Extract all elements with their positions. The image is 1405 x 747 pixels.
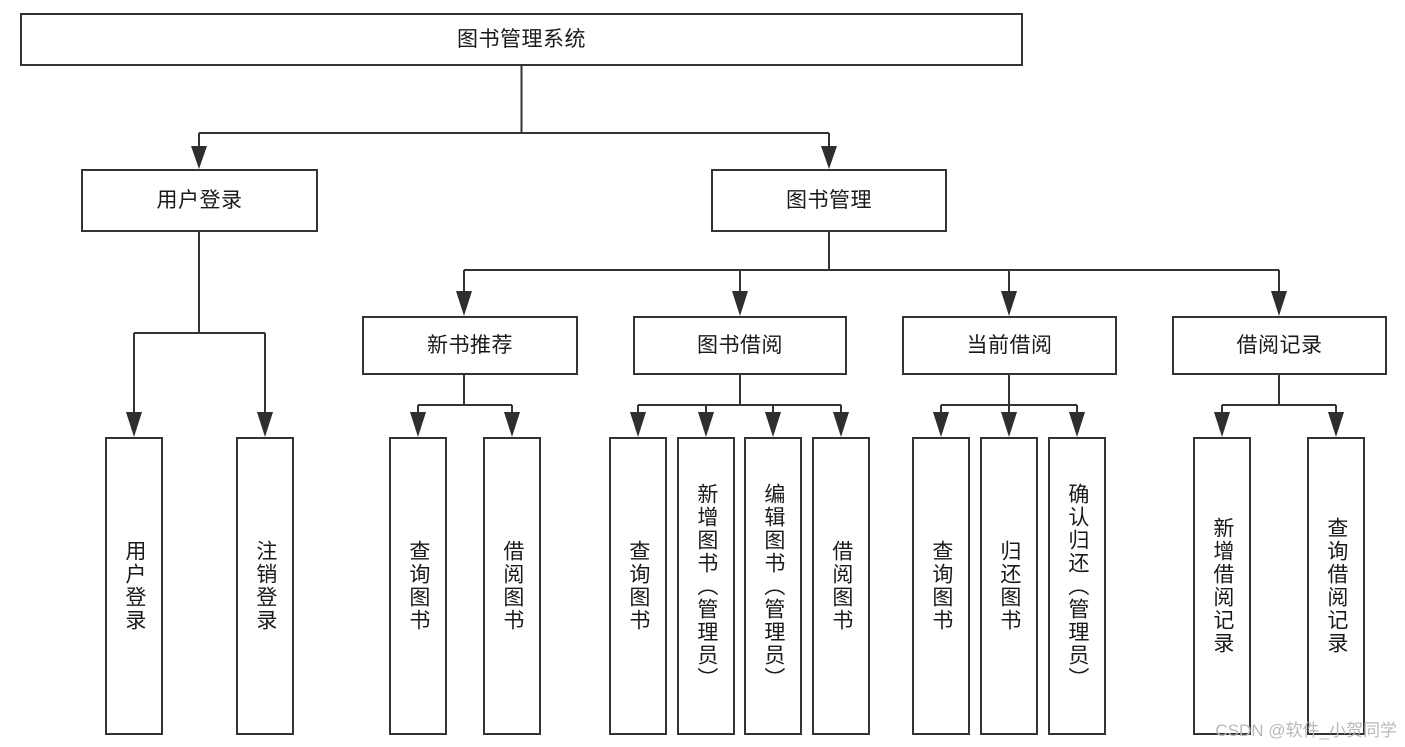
arrowhead-leaf-logout: [257, 412, 273, 437]
leaf-new-book-query-book[interactable]: 查询图书: [389, 437, 447, 735]
leaf-user-login[interactable]: 用户登录: [105, 437, 163, 735]
node-label: 新书推荐: [427, 333, 513, 357]
node-label: 查询借阅记录: [1324, 517, 1348, 655]
arrowhead-br-1: [1214, 412, 1230, 437]
arrowhead-new-book: [456, 291, 472, 316]
arrowhead-book-borrow: [732, 291, 748, 316]
leaf-borrow-record-query-record[interactable]: 查询借阅记录: [1307, 437, 1365, 735]
node-label: 编辑图书（管理员）: [761, 482, 785, 690]
arrowhead-book-manage: [821, 146, 837, 169]
arrowhead-bb-2: [698, 412, 714, 437]
arrowhead-nb-2: [504, 412, 520, 437]
node-label: 新增借阅记录: [1210, 517, 1234, 655]
leaf-current-borrow-return-book[interactable]: 归还图书: [980, 437, 1038, 735]
node-label: 借阅记录: [1236, 333, 1323, 357]
arrowhead-bb-1: [630, 412, 646, 437]
arrowhead-user-login: [191, 146, 207, 169]
node-label: 图书管理: [786, 188, 872, 212]
arrowhead-bb-3: [765, 412, 781, 437]
node-label: 查询图书: [929, 540, 953, 632]
node-label: 确认归还（管理员）: [1065, 482, 1089, 690]
node-borrow-record[interactable]: 借阅记录: [1172, 316, 1387, 375]
node-user-login[interactable]: 用户登录: [81, 169, 318, 232]
arrowhead-current-borrow: [1001, 291, 1017, 316]
leaf-book-borrow-query-book[interactable]: 查询图书: [609, 437, 667, 735]
arrowhead-leaf-user-login: [126, 412, 142, 437]
node-label: 借阅图书: [829, 540, 853, 632]
arrowhead-cb-3: [1069, 412, 1085, 437]
node-current-borrow[interactable]: 当前借阅: [902, 316, 1117, 375]
node-label: 借阅图书: [500, 540, 524, 632]
node-label: 用户登录: [156, 188, 243, 212]
arrowhead-cb-2: [1001, 412, 1017, 437]
arrowhead-bb-4: [833, 412, 849, 437]
leaf-book-borrow-add-book-admin[interactable]: 新增图书（管理员）: [677, 437, 735, 735]
node-label: 查询图书: [406, 540, 430, 632]
node-book-borrow[interactable]: 图书借阅: [633, 316, 847, 375]
arrowhead-nb-1: [410, 412, 426, 437]
csdn-watermark: CSDN @软件_小贺同学: [1215, 721, 1397, 740]
node-label: 查询图书: [626, 540, 650, 632]
leaf-new-book-borrow-book[interactable]: 借阅图书: [483, 437, 541, 735]
leaf-current-borrow-confirm-return-admin[interactable]: 确认归还（管理员）: [1048, 437, 1106, 735]
arrowhead-br-2: [1328, 412, 1344, 437]
leaf-logout[interactable]: 注销登录: [236, 437, 294, 735]
node-book-management[interactable]: 图书管理: [711, 169, 947, 232]
node-label: 注销登录: [253, 540, 277, 632]
node-label: 用户登录: [122, 540, 146, 632]
arrowhead-cb-1: [933, 412, 949, 437]
arrowhead-borrow-record: [1271, 291, 1287, 316]
node-root-system[interactable]: 图书管理系统: [20, 13, 1023, 66]
node-label: 归还图书: [997, 540, 1021, 632]
node-label: 图书借阅: [697, 333, 783, 357]
leaf-book-borrow-edit-book-admin[interactable]: 编辑图书（管理员）: [744, 437, 802, 735]
node-new-book-recommend[interactable]: 新书推荐: [362, 316, 578, 375]
node-label: 当前借阅: [966, 333, 1053, 357]
leaf-borrow-record-add-record[interactable]: 新增借阅记录: [1193, 437, 1251, 735]
node-label: 图书管理系统: [457, 27, 586, 51]
node-label: 新增图书（管理员）: [694, 482, 718, 690]
leaf-current-borrow-query-book[interactable]: 查询图书: [912, 437, 970, 735]
leaf-book-borrow-borrow-book[interactable]: 借阅图书: [812, 437, 870, 735]
